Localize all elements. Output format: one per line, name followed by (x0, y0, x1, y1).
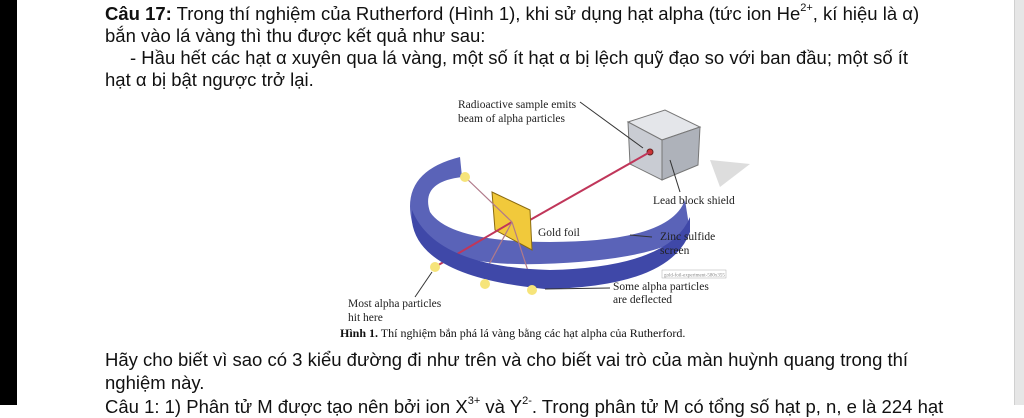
next-question-mid: và Y (480, 396, 523, 417)
label-source: Radioactive sample emits (458, 99, 577, 111)
lead-block-icon (626, 109, 750, 187)
pointer (629, 234, 653, 238)
beam-back (464, 176, 513, 223)
question-text: Trong thí nghiệm của Rutherford (Hình 1)… (171, 3, 801, 24)
prompt-line-2: nghiệm này. (105, 372, 205, 393)
question-text-end: , kí hiệu là α) (812, 3, 920, 24)
alpha-beam (529, 151, 651, 221)
beam-deflect-2 (511, 221, 531, 278)
label-source-2: beam of alpha particles (458, 113, 565, 125)
prompt-line-1: Hãy cho biết vì sao có 3 kiểu đường đi n… (105, 349, 909, 370)
label-most: Most alpha particles (348, 298, 442, 310)
caption-text: Thí nghiệm bắn phá lá vàng bằng các hạt … (378, 326, 686, 340)
zinc-screen-back (410, 157, 690, 265)
label-zinc: Zinc sulfide (660, 231, 715, 243)
superscript: 3+ (467, 395, 481, 407)
question-label: Câu 17: (105, 3, 172, 24)
next-question-text: Câu 1: 1) Phân tử M được tạo nên bởi ion… (105, 396, 468, 417)
question-line-1: Câu 17: Trong thí nghiệm của Rutherford … (105, 3, 919, 25)
label-gold: Gold foil (538, 227, 580, 239)
gold-foil (491, 191, 533, 251)
flash-icons (430, 172, 537, 295)
question-line-3: - Hầu hết các hạt α xuyên qua lá vàng, m… (130, 47, 909, 68)
question-line-4: hạt α bị bật ngược trở lại. (105, 69, 314, 90)
superscript: 2- (522, 395, 532, 407)
figure-caption: Hình 1. Thí nghiệm bắn phá lá vàng bằng … (340, 326, 685, 341)
rutherford-figure: Radioactive sample emits beam of alpha p… (348, 99, 750, 324)
pointer (579, 101, 644, 149)
question-line-2: bắn vào lá vàng thì thu được kết quả như… (105, 25, 486, 46)
pointer (544, 287, 611, 290)
scrollbar[interactable] (1014, 0, 1024, 405)
next-question-line: Câu 1: 1) Phân tử M được tạo nên bởi ion… (105, 396, 943, 418)
label-lead: Lead block shield (653, 195, 735, 207)
pointer (669, 159, 681, 193)
label-most-2: hit here (348, 312, 383, 324)
watermark: gold-foil-experiment-580x355 (664, 274, 725, 279)
superscript: 2+ (800, 2, 813, 14)
label-deflected-2: are deflected (613, 294, 672, 306)
next-question-end: . Trong phân tử M có tổng số hạt p, n, e… (531, 396, 944, 417)
label-zinc-2: screen (660, 245, 690, 257)
watermark-box (661, 269, 727, 279)
zinc-screen-front (412, 210, 690, 289)
label-deflected: Some alpha particles (613, 281, 709, 293)
caption-label: Hình 1. (340, 326, 379, 340)
pointer (414, 271, 433, 298)
left-black-border (0, 0, 17, 405)
